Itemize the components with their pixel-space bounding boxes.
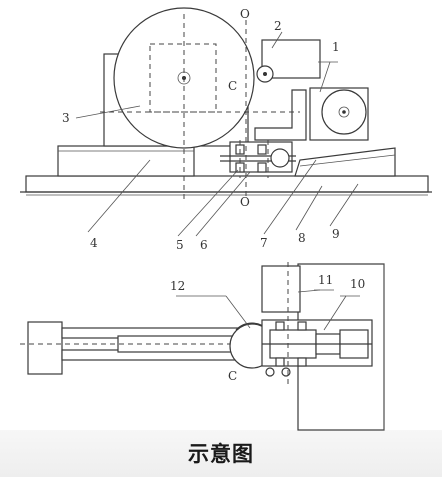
bottom-view: 10 11 12 C [20,262,385,431]
base-plate [25,175,429,193]
label-4: 4 [90,236,98,250]
caption-band [0,430,442,477]
label-11: 11 [318,273,333,287]
label-1: 1 [332,40,340,54]
label-5: 5 [176,238,184,252]
label-c-bottom: C [228,369,237,383]
motor-11 [261,265,301,313]
label-8: 8 [298,231,306,245]
label-12: 12 [170,279,185,293]
l-bracket [254,89,307,141]
label-10: 10 [350,277,365,291]
top-view: 1 2 3 4 5 6 7 8 9 O O C [20,7,432,252]
label-9: 9 [332,227,340,241]
label-6: 6 [200,238,208,252]
label-c-top: C [228,79,237,93]
bearing-roller [270,148,290,168]
left-block [27,321,63,375]
motor-pedestal [57,145,195,177]
inclined-rail [294,147,396,177]
label-3: 3 [62,111,70,125]
label-o-top: O [240,7,250,21]
label-2: 2 [274,19,282,33]
label-o-bottom: O [240,195,250,209]
caption-title: 示意图 [188,442,254,466]
label-7: 7 [260,236,268,250]
